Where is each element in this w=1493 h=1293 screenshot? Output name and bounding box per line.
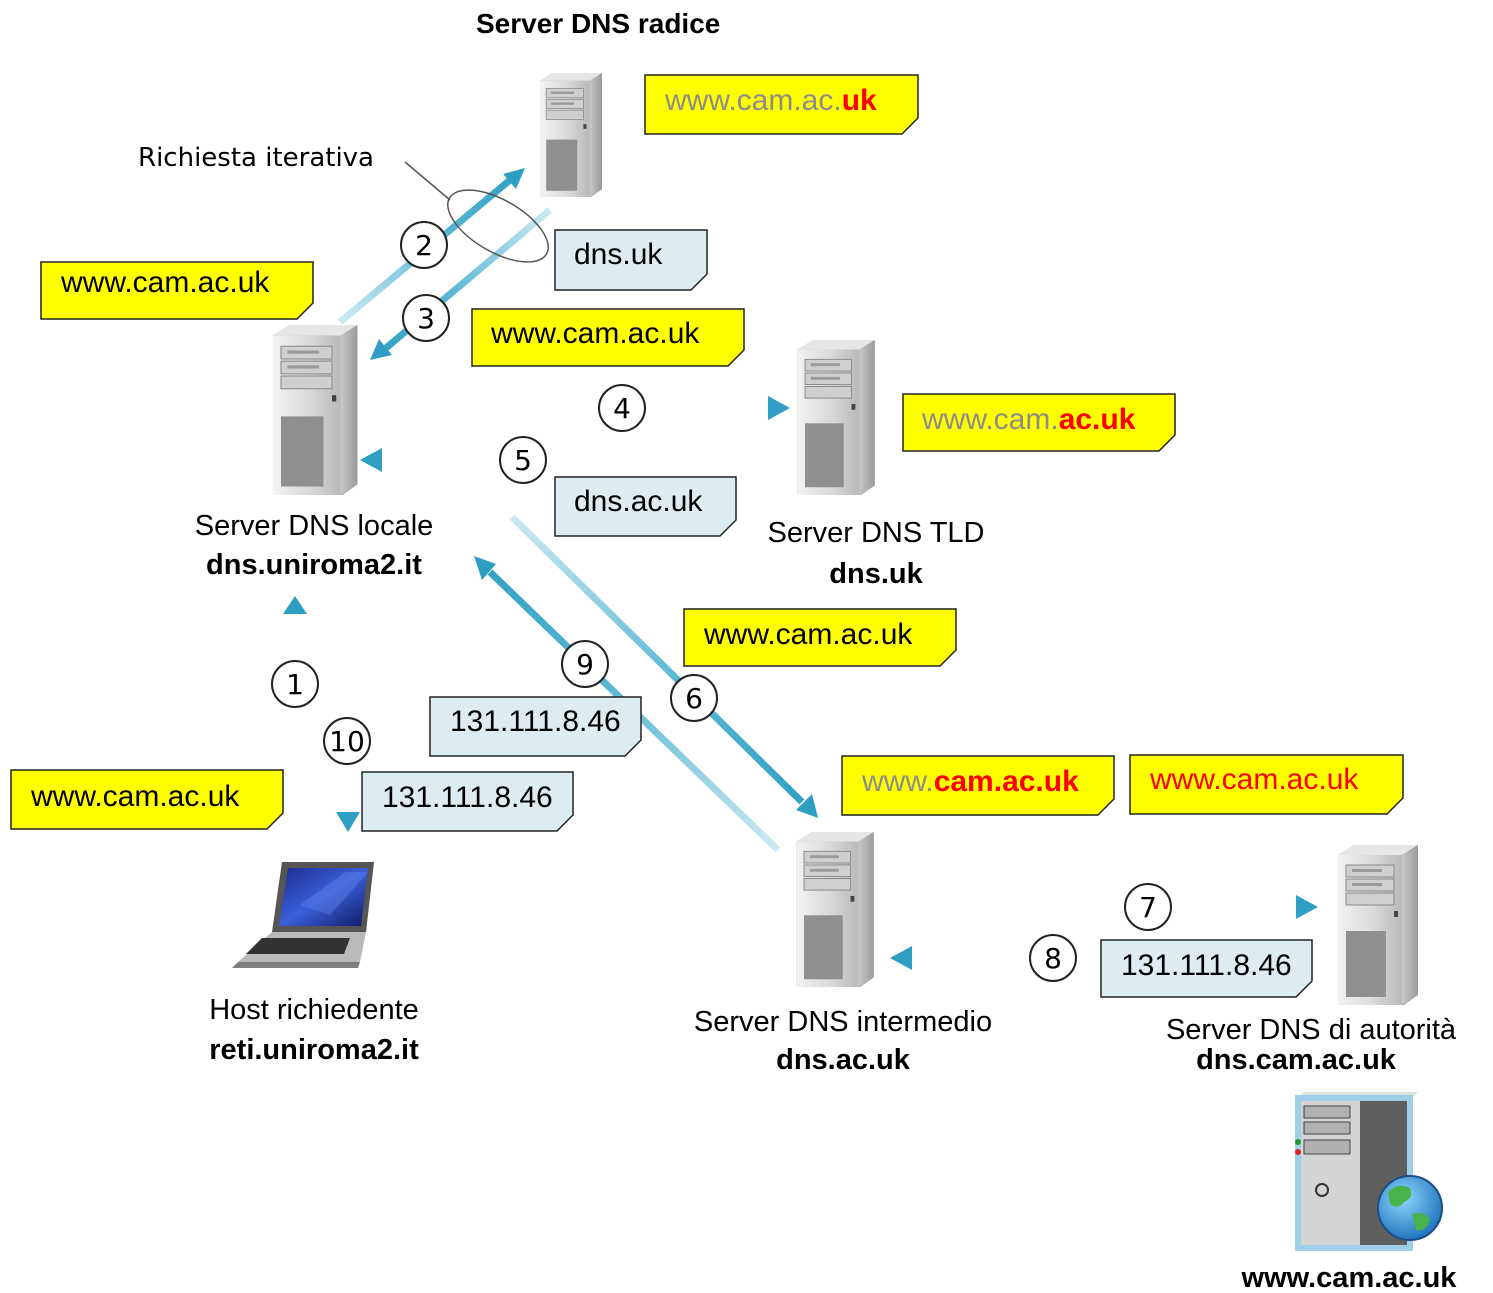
step-1-circle [271,660,319,708]
root-title: Server DNS radice [476,8,721,39]
iterative-ellipse [447,189,549,263]
note-local-in [40,261,314,320]
local-query-out-text: www.cam.ac.uk [491,317,700,350]
step-9-number: 9 [576,648,594,681]
iterative-label: Richiesta iterativa [138,143,374,173]
step-8-number: 8 [1044,942,1062,975]
authoritative-response-text: 131.111.8.46 [1121,949,1292,982]
local-server-host: dns.uniroma2.it [206,549,422,581]
intermediate-server-icon [795,832,875,987]
tld-server-name: Server DNS TLD [767,517,985,549]
note-local-out [471,308,745,367]
step-8-circle [1029,934,1077,982]
intermediate-query-in-text: www.cam.ac.uk [704,618,913,651]
authoritative-server-host: dns.cam.ac.uk [1196,1044,1396,1076]
requester-host: reti.uniroma2.it [209,1034,419,1066]
laptop-icon [232,862,374,968]
tld-server-host: dns.uk [829,558,923,590]
note-tld-query [902,393,1176,452]
note-response-up [429,696,642,757]
note-authoritative-query [1129,754,1404,815]
local-server-icon [272,325,358,495]
step-2-circle [400,221,448,269]
step-6-number: 6 [685,682,703,715]
note-intermediate-query [841,755,1115,816]
arrow-7 [893,895,1318,919]
iterative-leader-line [404,161,451,201]
note-requester-query [10,769,284,830]
authoritative-server-icon [1337,845,1419,1005]
requester-name: Host richiedente [209,994,419,1026]
note-root-query [644,74,919,135]
note-requester-response [361,771,574,832]
step-4-number: 4 [613,392,631,425]
step-10-number: 10 [329,725,365,758]
arrow-1 [283,596,307,830]
step-9-circle [561,640,609,688]
tld-server-icon [796,340,876,495]
step-10-circle [323,717,371,765]
root-query-text: www.cam.ac.uk [665,84,877,117]
intermediate-query-text: www.cam.ac.uk [862,765,1079,798]
arrow-4 [366,396,790,420]
web-server-icon [1295,1092,1443,1251]
authoritative-server-name: Server DNS di autorità [1165,1014,1457,1046]
web-server-host: www.cam.ac.uk [1241,1262,1457,1293]
intermediate-server-name: Server DNS intermedio [693,1006,993,1038]
tld-response-text: dns.ac.uk [574,485,703,518]
step-3-circle [402,294,450,342]
step-1-number: 1 [286,668,304,701]
step-7-number: 7 [1139,891,1157,924]
requester-response-text: 131.111.8.46 [382,781,553,814]
note-authoritative-response [1100,939,1313,998]
local-query-in-text: www.cam.ac.uk [61,266,270,299]
local-server-name: Server DNS locale [194,510,434,542]
arrow-10 [336,600,360,832]
step-2-number: 2 [415,229,433,262]
root-server-icon [540,72,602,198]
step-7-circle [1124,883,1172,931]
response-up-text: 131.111.8.46 [450,705,621,738]
step-4-circle [598,384,646,432]
tld-query-text: www.cam.ac.uk [922,403,1136,436]
arrow-6 [509,514,818,818]
authoritative-query-text: www.cam.ac.uk [1150,763,1359,796]
intermediate-server-host: dns.ac.uk [776,1044,910,1076]
note-root-response [554,229,708,291]
step-3-number: 3 [417,302,435,335]
requester-query-text: www.cam.ac.uk [31,780,240,813]
note-tld-response [554,476,737,537]
step-6-circle [670,674,718,722]
note-intermediate-in [683,608,957,667]
arrow-5 [360,448,785,472]
step-5-number: 5 [514,444,532,477]
root-response-text: dns.uk [574,238,663,271]
step-5-circle [499,436,547,484]
